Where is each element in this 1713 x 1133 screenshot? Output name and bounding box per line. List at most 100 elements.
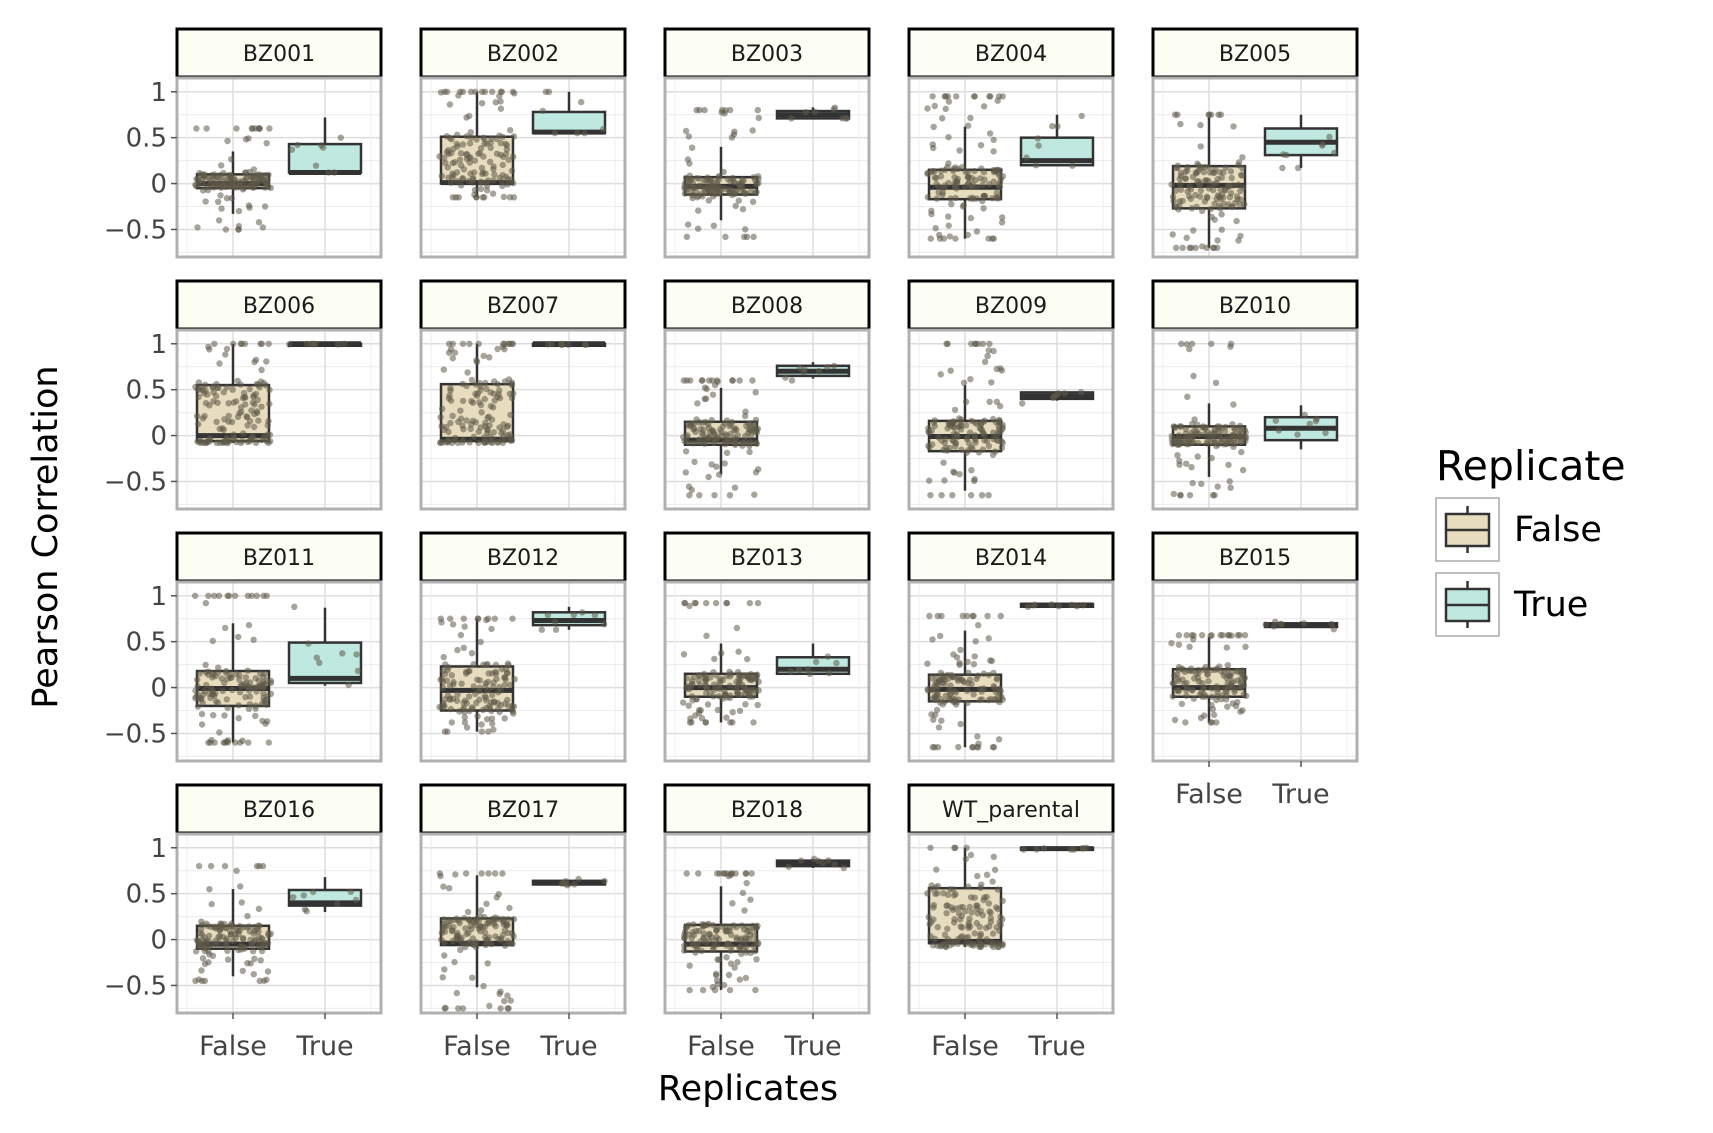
data-point [471,157,479,164]
data-point [234,377,241,384]
data-point [985,635,992,642]
data-point [507,127,514,134]
data-point [439,405,446,412]
data-point [704,701,712,708]
data-point [721,420,728,427]
data-point [1233,217,1240,225]
data-point [989,744,997,751]
data-point [490,177,497,184]
data-point [1172,203,1180,210]
data-point [255,417,262,424]
data-point [475,340,482,347]
data-point [440,366,447,373]
data-point [726,694,734,702]
data-point [1237,187,1244,195]
data-point [941,477,948,484]
data-point [490,429,497,436]
panel-border [419,328,627,511]
data-point [1294,431,1301,438]
data-point [705,197,712,204]
data-point [220,438,227,446]
data-point [1221,684,1228,691]
data-point [755,114,762,122]
data-point [501,346,508,353]
data-point [990,435,997,443]
data-point [929,93,936,100]
data-point [980,205,987,212]
data-point [478,870,485,877]
data-point [542,88,550,96]
data-point [993,904,1000,911]
data-point [729,900,736,907]
data-point [953,431,960,438]
data-point [929,167,936,175]
data-point [1178,340,1185,347]
data-point [494,393,501,401]
data-point [462,925,469,932]
jitter-points-true [1024,601,1087,610]
data-point [985,900,993,907]
data-point [971,476,978,483]
data-point [945,160,952,167]
data-point [221,862,229,870]
jitter-points-true [1262,618,1338,633]
data-point [219,687,226,695]
data-point [256,862,263,870]
data-point [487,139,494,146]
data-point [472,390,479,398]
data-point [437,439,444,447]
data-point [787,668,794,675]
legend-label-false: False [1514,510,1602,550]
data-point [481,194,488,201]
facet-panel: BZ005 [1151,27,1359,259]
data-point [947,367,954,374]
data-point [712,436,720,443]
data-point [477,383,484,390]
data-point [693,940,700,948]
data-point [935,183,942,190]
data-point [265,932,272,939]
data-point [957,418,965,425]
data-point [1241,632,1249,639]
data-point [477,638,484,646]
data-point [736,377,743,384]
data-point [451,916,458,924]
data-point [466,340,473,347]
data-point [964,434,971,441]
data-point [465,668,472,675]
data-point [945,213,952,220]
data-point [974,872,981,880]
data-point [499,172,506,179]
data-point [1240,690,1248,698]
data-point [688,144,696,151]
data-point [699,923,707,930]
data-point [1234,677,1242,684]
data-point [504,181,511,188]
data-point [474,615,482,622]
data-point [700,930,708,937]
data-point [451,958,458,966]
data-point [971,930,978,937]
data-point [454,646,461,654]
data-point [452,434,459,441]
data-point [246,928,253,935]
data-point [224,675,231,683]
data-point [194,703,202,710]
facet-label: BZ016 [243,798,315,823]
data-point [682,127,690,135]
data-point [731,484,739,491]
data-point [1209,244,1217,251]
data-point [485,920,492,927]
data-point [509,940,516,947]
data-point [239,967,246,975]
data-point [437,676,444,683]
data-point [1192,191,1199,199]
data-point [685,133,692,140]
data-point [446,134,454,142]
data-point [449,621,457,628]
data-point [719,695,726,702]
data-point [507,411,514,419]
data-point [992,448,999,455]
data-point [738,950,745,957]
